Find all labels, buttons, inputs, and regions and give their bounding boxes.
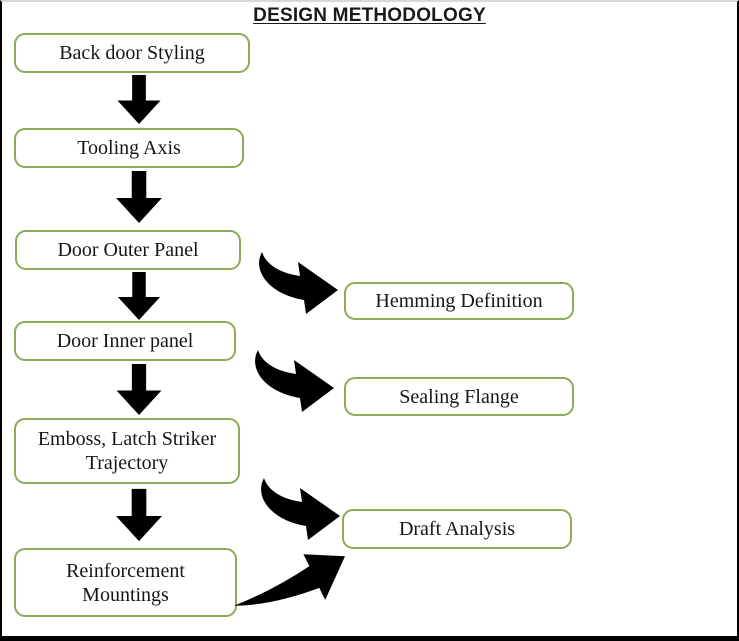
down-arrow-tooling-to-outer-panel (116, 171, 162, 223)
flow-box-label: Emboss, Latch Striker Trajectory (37, 428, 217, 474)
flow-box-door-outer-panel: Door Outer Panel (15, 230, 241, 270)
swoosh-arrow-reinforcement-to-draft (234, 554, 346, 606)
flow-box-tooling-axis: Tooling Axis (14, 128, 244, 168)
down-arrow-outer-panel-to-inner-panel (117, 272, 161, 320)
flow-box-label: Tooling Axis (77, 137, 181, 159)
flow-box-back-door-styling: Back door Styling (14, 33, 250, 73)
flow-box-label: Draft Analysis (398, 518, 516, 540)
flow-box-emboss-latch-striker-trajectory: Emboss, Latch Striker Trajectory (14, 418, 240, 484)
flow-box-hemming-definition: Hemming Definition (344, 282, 574, 320)
curved-arrow-inner-panel-to-sealing (255, 350, 334, 412)
flow-box-reinforcement-mountings: Reinforcement Mountings (14, 548, 237, 617)
diagram-title: DESIGN METHODOLOGY (253, 5, 486, 26)
flow-box-label: Reinforcement Mountings (66, 559, 185, 606)
curved-arrow-emboss-to-draft (261, 478, 340, 540)
flow-box-draft-analysis: Draft Analysis (342, 509, 572, 549)
flow-box-label: Hemming Definition (375, 290, 543, 312)
flow-box-door-inner-panel: Door Inner panel (14, 321, 236, 361)
flow-box-label: Door Outer Panel (57, 239, 199, 261)
down-arrow-styling-to-tooling (117, 75, 161, 124)
flow-box-label: Door Inner panel (56, 330, 194, 352)
flow-box-label: Sealing Flange (399, 385, 519, 408)
down-arrow-inner-panel-to-emboss (116, 364, 162, 415)
flow-box-sealing-flange: Sealing Flange (344, 377, 574, 416)
curved-arrow-outer-panel-to-hemming (259, 252, 338, 314)
flow-box-label: Back door Styling (59, 42, 205, 64)
down-arrow-emboss-to-reinforcement (116, 488, 162, 542)
